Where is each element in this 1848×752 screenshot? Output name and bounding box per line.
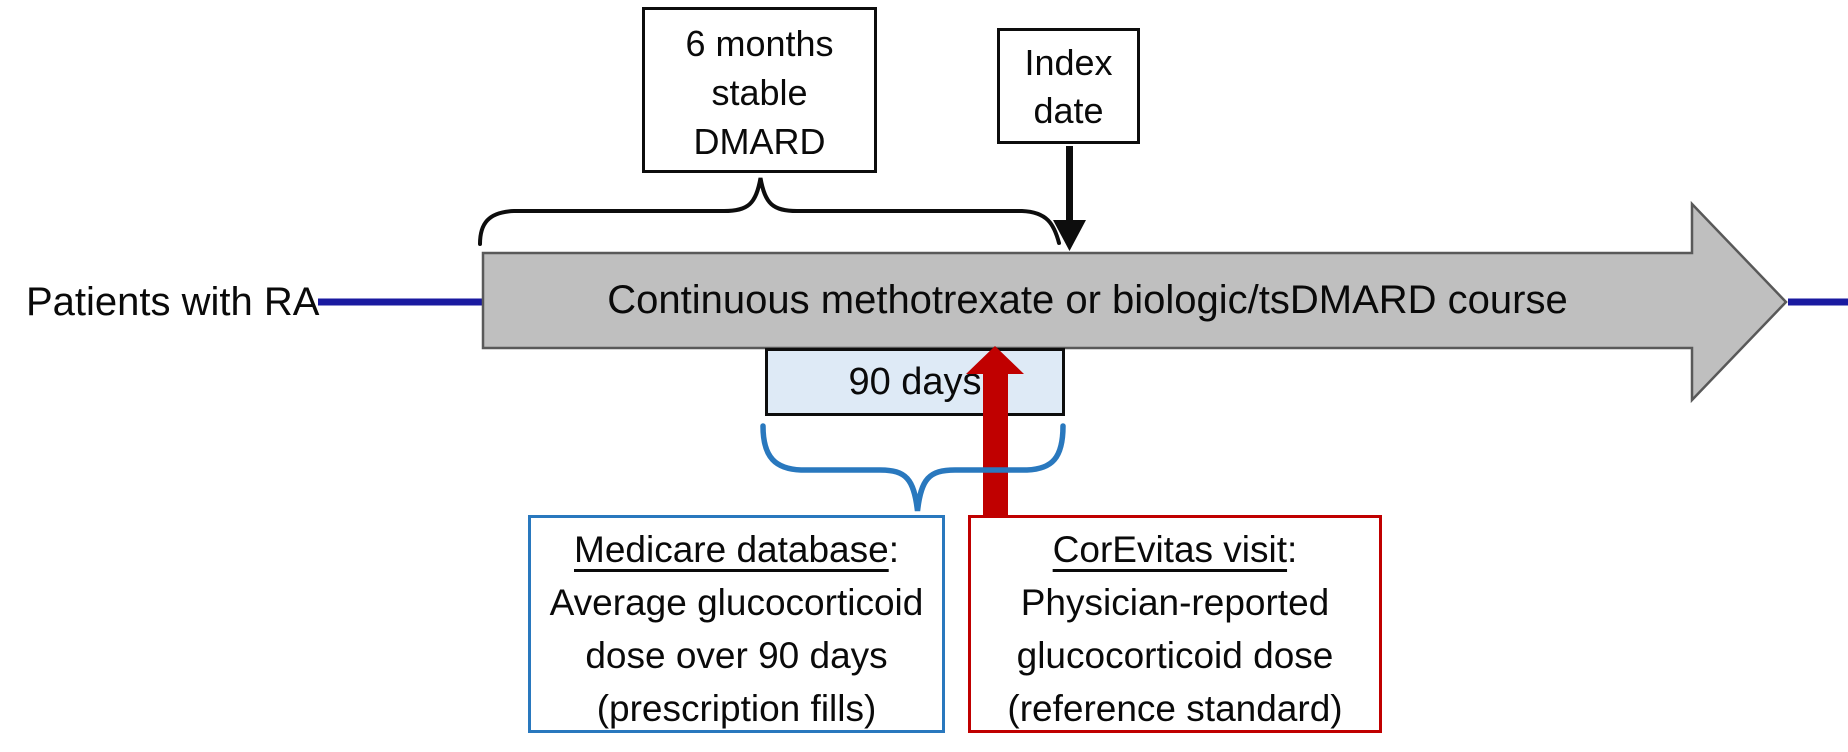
medicare-line3: dose over 90 days: [585, 635, 888, 676]
six-months-line3: DMARD: [693, 121, 826, 162]
index-date-arrow-head: [1053, 220, 1086, 251]
ninety-days-brace: [760, 423, 1066, 512]
corevitas-line3: glucocorticoid dose: [1016, 635, 1334, 676]
medicare-heading-line: Medicare database:: [531, 523, 942, 576]
six-months-line1: 6 months: [685, 23, 834, 64]
patients-label: Patients with RA: [26, 280, 320, 324]
corevitas-heading: CorEvitas visit: [1052, 529, 1288, 570]
medicare-line4: (prescription fills): [596, 688, 877, 729]
six-months-stable-dmard-box: 6 months stable DMARD: [642, 7, 877, 173]
medicare-heading-colon: :: [888, 529, 899, 570]
six-months-brace: [478, 177, 1061, 246]
index-line1: Index: [1024, 42, 1113, 83]
medicare-line2: Average glucocorticoid: [549, 582, 924, 623]
corevitas-line4: (reference standard): [1007, 688, 1343, 729]
corevitas-line2: Physician-reported: [1020, 582, 1330, 623]
six-months-line2: stable: [711, 72, 808, 113]
medicare-database-box: Medicare database: Average glucocorticoi…: [528, 515, 945, 733]
corevitas-heading-line: CorEvitas visit:: [971, 523, 1379, 576]
ninety-days-box: 90 days: [765, 348, 1065, 416]
corevitas-heading-colon: :: [1287, 529, 1298, 570]
index-line2: date: [1033, 90, 1104, 131]
corevitas-visit-box: CorEvitas visit: Physician-reported gluc…: [968, 515, 1382, 733]
index-date-box: Index date: [997, 28, 1140, 144]
timeline-arrow-label: Continuous methotrexate or biologic/tsDM…: [607, 278, 1568, 322]
medicare-heading: Medicare database: [574, 529, 889, 570]
ninety-days-label: 90 days: [848, 360, 982, 403]
